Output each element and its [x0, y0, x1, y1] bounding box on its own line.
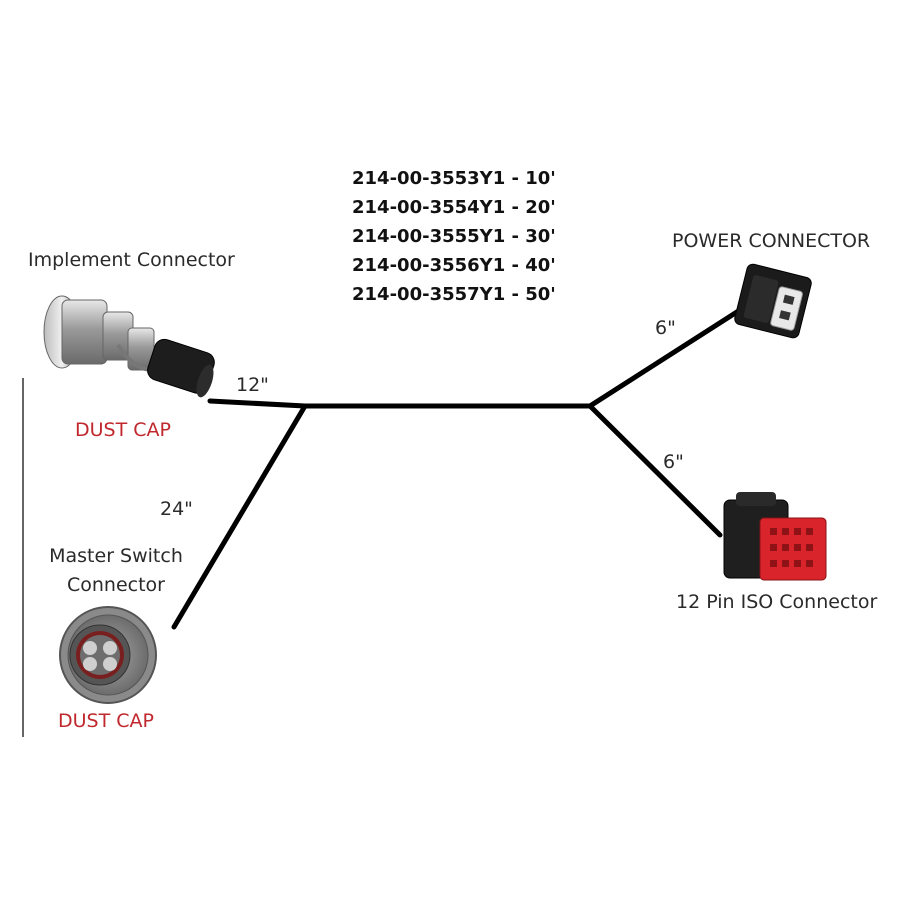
implement-length-label: 12"	[236, 374, 269, 396]
dust-cap-label-top: DUST CAP	[75, 419, 171, 441]
master-switch-label-line1: Master Switch	[49, 545, 183, 567]
iso-connector-icon	[723, 492, 827, 581]
master-switch-connector-icon	[59, 606, 157, 704]
power-connector-label: POWER CONNECTOR	[672, 230, 871, 252]
master-switch-label-line2: Connector	[67, 574, 165, 596]
iso-length-label: 6"	[663, 451, 684, 473]
implement-connector-icon	[43, 295, 215, 398]
power-length-label: 6"	[655, 317, 676, 339]
part-number-item: 214-00-3553Y1 - 10'	[352, 168, 556, 189]
part-number-list: 214-00-3553Y1 - 10' 214-00-3554Y1 - 20' …	[352, 164, 556, 309]
cable-lines	[171, 307, 743, 630]
cable-master-switch	[171, 403, 308, 630]
part-number-item: 214-00-3556Y1 - 40'	[352, 255, 556, 276]
part-number-item: 214-00-3555Y1 - 30'	[352, 226, 556, 247]
cable-implement	[207, 398, 308, 409]
dust-cap-label-bottom: DUST CAP	[58, 710, 154, 732]
cable-power	[587, 307, 743, 409]
cable-iso	[587, 403, 723, 538]
implement-connector-label: Implement Connector	[28, 249, 235, 271]
power-connector-icon	[734, 263, 812, 339]
part-number-item: 214-00-3554Y1 - 20'	[352, 197, 556, 218]
part-number-item: 214-00-3557Y1 - 50'	[352, 284, 556, 305]
master-switch-length-label: 24"	[160, 498, 193, 520]
iso-connector-label: 12 Pin ISO Connector	[676, 591, 878, 613]
